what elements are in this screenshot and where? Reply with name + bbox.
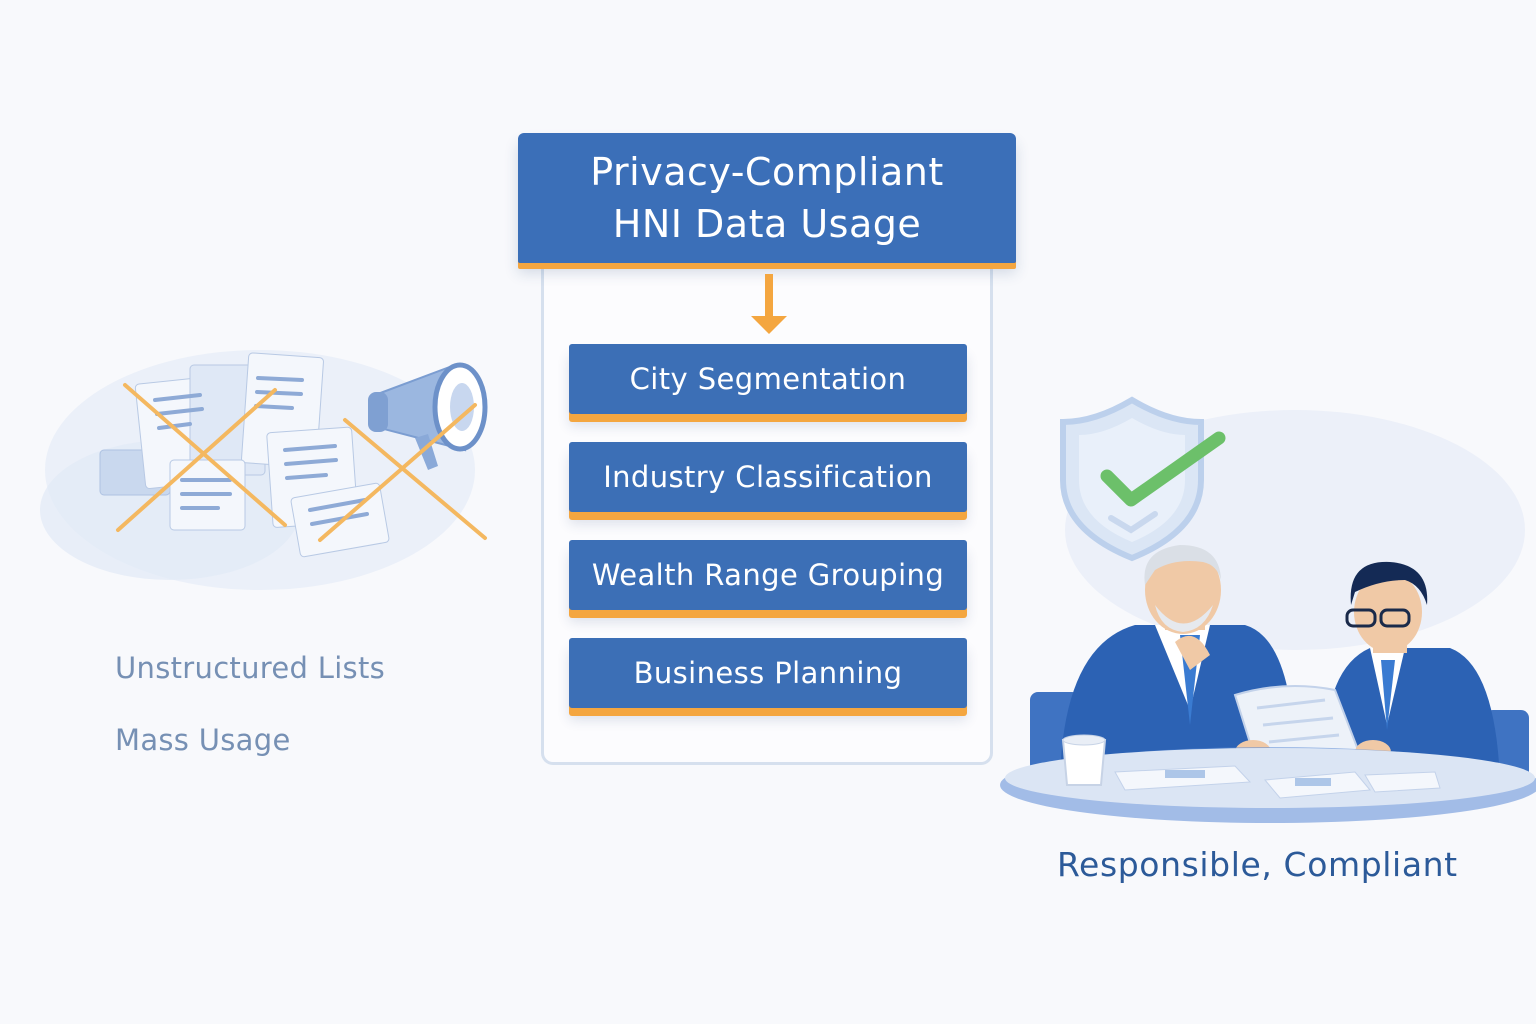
mass-usage-label: Mass Usage <box>115 723 291 757</box>
title-line-1: Privacy-Compliant <box>590 150 944 194</box>
coffee-cup-icon <box>1061 734 1107 786</box>
diagram-title: Privacy-Compliant HNI Data Usage <box>518 133 1016 263</box>
step-industry-classification: Industry Classification <box>569 442 967 512</box>
business-meeting-illustration <box>1000 545 1536 823</box>
shield-check-icon <box>1060 396 1226 562</box>
responsible-compliant-label: Responsible, Compliant <box>1057 845 1458 884</box>
step-city-segmentation: City Segmentation <box>569 344 967 414</box>
down-arrow-icon <box>751 316 787 334</box>
compliant-meeting-illustration <box>1000 396 1536 823</box>
unstructured-lists-illustration <box>40 350 488 590</box>
unstructured-lists-label: Unstructured Lists <box>115 651 386 685</box>
title-line-2: HNI Data Usage <box>612 202 922 246</box>
down-arrow-shaft <box>765 274 773 320</box>
step-wealth-range-grouping: Wealth Range Grouping <box>569 540 967 610</box>
step-business-planning: Business Planning <box>569 638 967 708</box>
papers-on-table <box>1114 765 1441 799</box>
cross-mark-icon <box>116 383 487 542</box>
